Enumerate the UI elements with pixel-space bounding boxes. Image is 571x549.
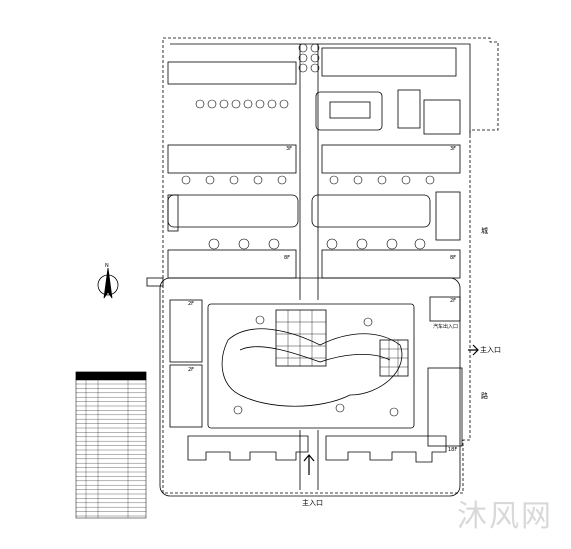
watermark: 沐风网 — [457, 499, 553, 534]
floor-label: 3F — [286, 146, 293, 152]
building-w3-side — [167, 194, 179, 232]
side-road-char-2: 路 — [481, 392, 488, 400]
east-arrow — [468, 344, 479, 356]
building-w4 — [167, 249, 297, 279]
building-ne — [321, 47, 457, 77]
side-road-char-1: 城 — [481, 227, 488, 235]
site-boundary — [162, 37, 499, 494]
central-plaza — [207, 303, 415, 429]
floor-label: 8F — [450, 255, 457, 261]
floor-label: 2F — [188, 367, 195, 373]
inner-road — [170, 43, 471, 300]
plaza-grid — [275, 309, 327, 367]
garden-w3 — [167, 194, 299, 228]
trees — [181, 43, 435, 417]
east-entrance-label: 主入口 — [480, 346, 501, 354]
north-arrow-symbol — [97, 267, 119, 299]
building-east-a — [429, 296, 461, 322]
north-label: N — [105, 263, 109, 269]
building-e2 — [321, 144, 461, 174]
road-loop — [159, 277, 461, 497]
floor-label: 3F — [450, 146, 457, 152]
building-west-a — [169, 299, 203, 363]
building-east-b — [427, 367, 463, 447]
south-arrow — [303, 454, 315, 475]
building-south-w — [187, 435, 309, 461]
building-south-e — [325, 435, 447, 463]
floor-label: 18F — [448, 447, 458, 453]
building-ne-small — [423, 99, 461, 135]
building-nw — [167, 61, 297, 85]
building-w2 — [167, 144, 297, 174]
floor-label: 2F — [188, 301, 195, 307]
garden-e3 — [311, 194, 431, 228]
floor-label: 8F — [284, 255, 291, 261]
legend-table — [75, 371, 147, 519]
court — [397, 89, 421, 129]
building-e4 — [321, 249, 461, 279]
clubhouse — [315, 91, 383, 131]
building-e3-side — [435, 191, 461, 241]
building-west-b — [169, 364, 203, 428]
car-entrance-label: 汽车出入口 — [433, 324, 459, 330]
south-entrance-label: 主入口 — [302, 499, 323, 507]
floor-label: 2F — [450, 298, 457, 304]
west-gate — [146, 277, 164, 287]
